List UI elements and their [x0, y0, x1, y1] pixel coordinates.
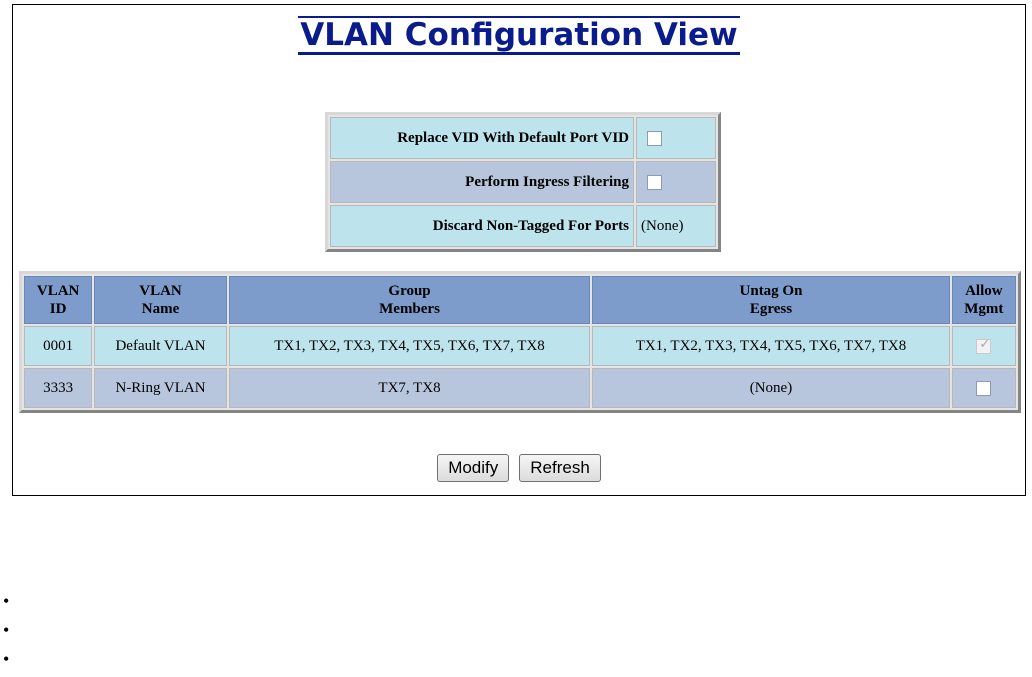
allow-mgmt-checkbox: ✓: [976, 336, 992, 354]
page-title: VLAN Configuration View: [298, 16, 740, 55]
table-row: 3333 N-Ring VLAN TX7, TX8 (None): [24, 368, 1016, 408]
option-row-replace-vid: Replace VID With Default Port VID: [330, 117, 716, 159]
option-row-discard-non-tagged: Discard Non-Tagged For Ports (None): [330, 205, 716, 247]
vlan-name-cell: Default VLAN: [94, 326, 227, 366]
modify-button[interactable]: Modify: [437, 454, 510, 482]
option-label: Perform Ingress Filtering: [330, 161, 634, 203]
bullet-icon: •: [3, 620, 10, 640]
option-label: Discard Non-Tagged For Ports: [330, 205, 634, 247]
replace-vid-checkbox[interactable]: [647, 130, 662, 146]
untag-egress-cell: TX1, TX2, TX3, TX4, TX5, TX6, TX7, TX8: [592, 326, 950, 366]
vlan-options-table: Replace VID With Default Port VID Perfor…: [325, 112, 721, 252]
bullet-icon: •: [3, 649, 10, 669]
vlan-name-cell: N-Ring VLAN: [94, 368, 227, 408]
check-icon: ✓: [979, 336, 991, 352]
untag-egress-cell: (None): [592, 368, 950, 408]
allow-mgmt-checkbox[interactable]: [976, 380, 992, 396]
discard-non-tagged-value: (None): [636, 205, 716, 247]
group-members-cell: TX7, TX8: [228, 368, 591, 408]
table-row: 0001 Default VLAN TX1, TX2, TX3, TX4, TX…: [24, 326, 1016, 366]
vlan-id-cell: 3333: [24, 368, 93, 408]
bullet-icon: •: [3, 591, 10, 611]
option-row-ingress-filtering: Perform Ingress Filtering: [330, 161, 716, 203]
refresh-button[interactable]: Refresh: [519, 454, 601, 482]
vlan-config-panel: VLAN Configuration View Replace VID With…: [12, 4, 1026, 496]
vlan-id-cell: 0001: [24, 326, 93, 366]
group-members-cell: TX1, TX2, TX3, TX4, TX5, TX6, TX7, TX8: [228, 326, 591, 366]
ingress-filtering-checkbox[interactable]: [647, 174, 662, 190]
option-label: Replace VID With Default Port VID: [330, 117, 634, 159]
action-buttons: Modify Refresh: [13, 454, 1025, 482]
